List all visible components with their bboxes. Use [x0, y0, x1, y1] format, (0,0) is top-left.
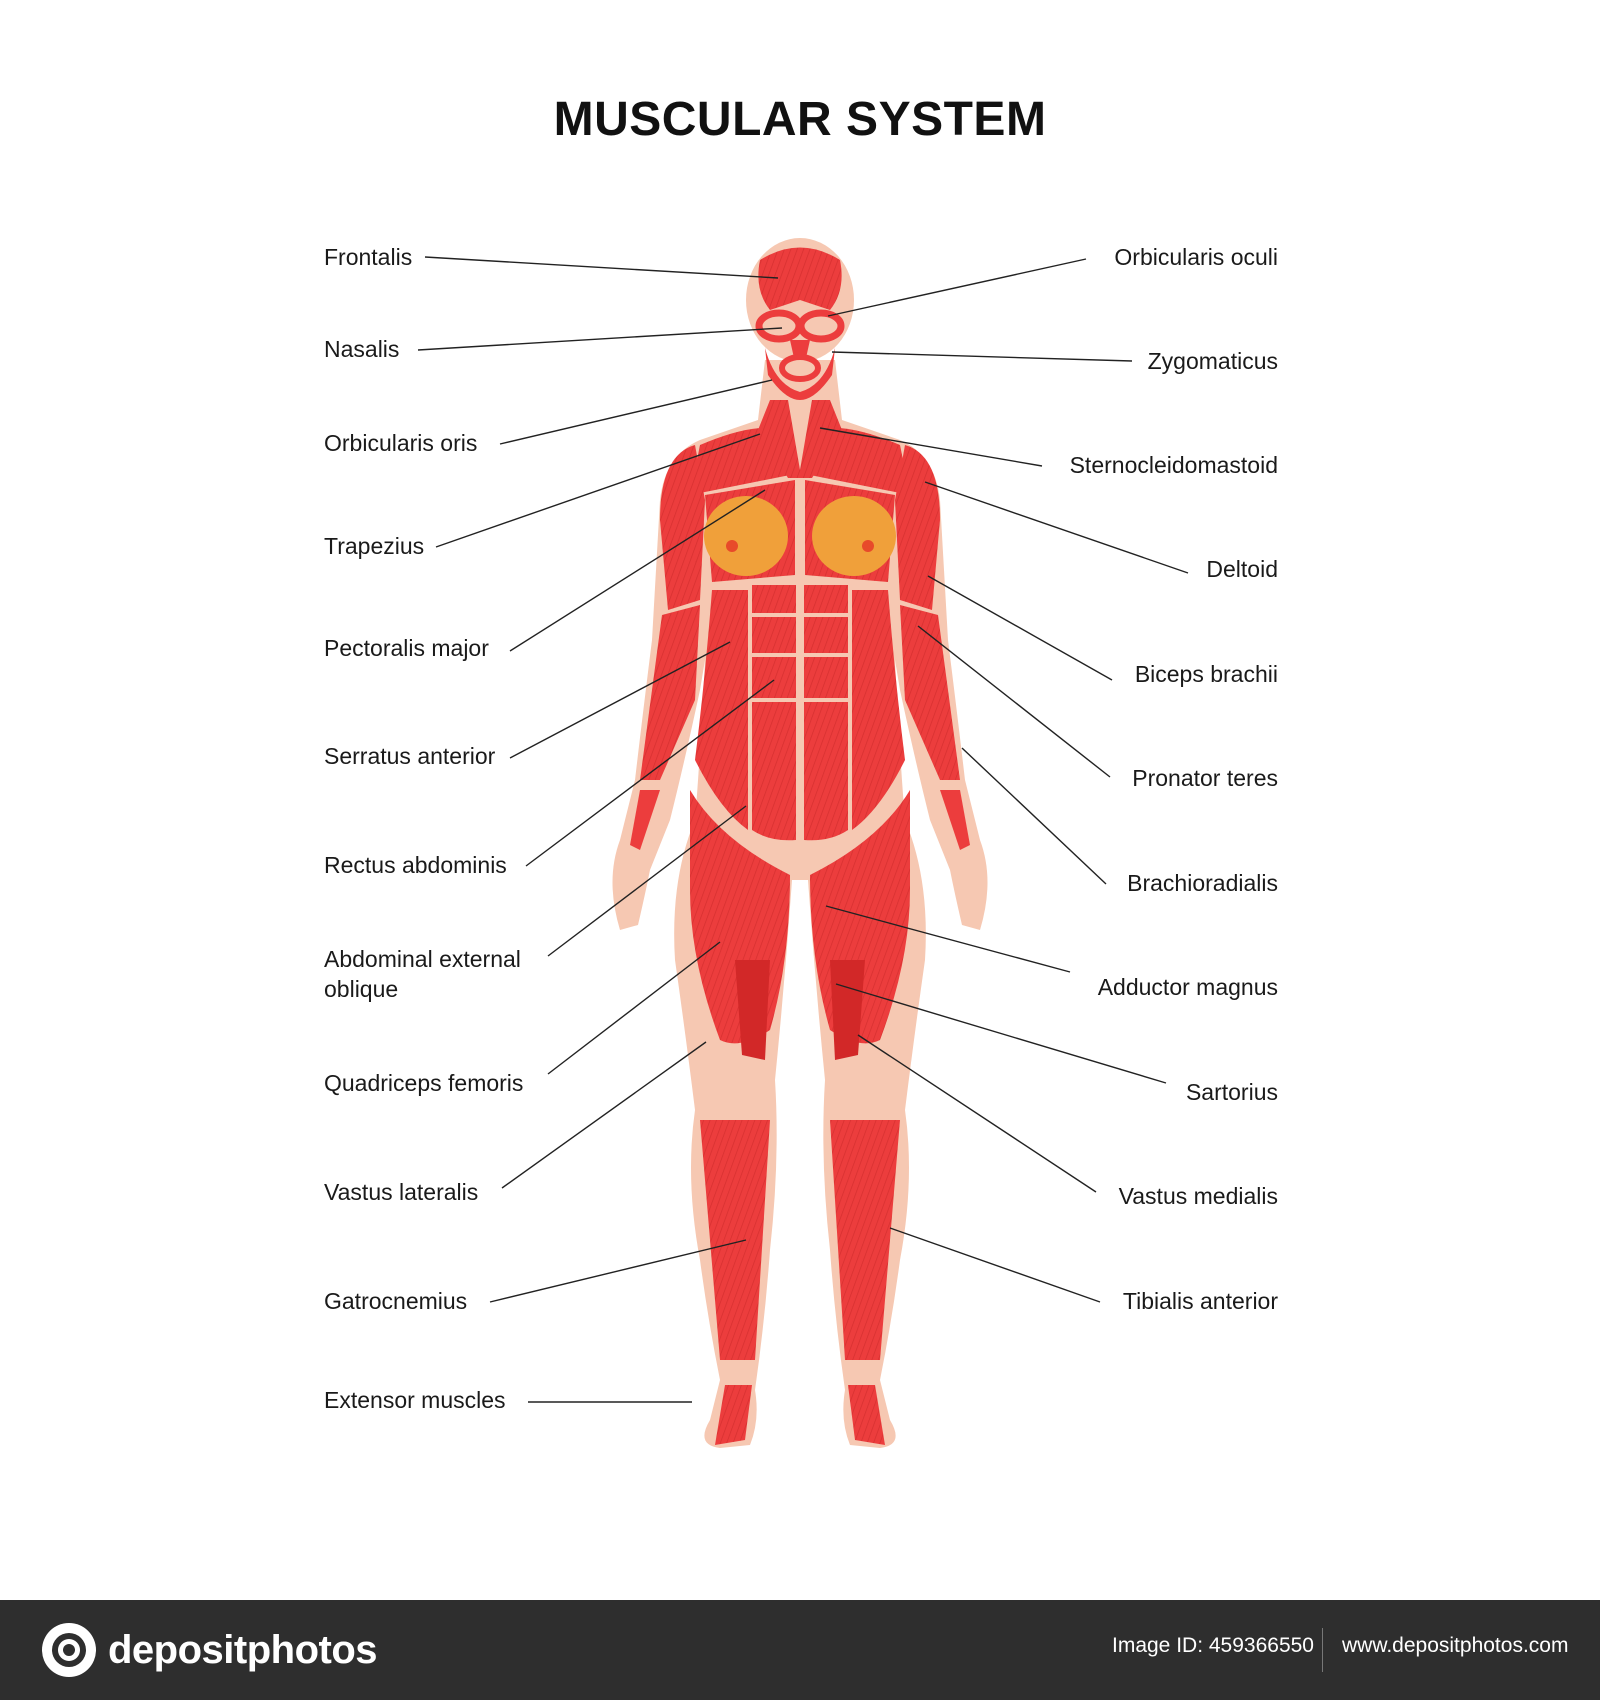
- image-id: Image ID: 459366550: [1112, 1634, 1314, 1657]
- label-extensor-muscles: Extensor muscles: [324, 1387, 506, 1413]
- site-link[interactable]: www.depositphotos.com: [1342, 1634, 1569, 1657]
- leader-line: [835, 983, 1167, 1084]
- leader-line: [501, 1041, 707, 1189]
- leader-line: [917, 625, 1111, 778]
- label-trapezius: Trapezius: [324, 533, 425, 559]
- leader-line: [489, 1239, 747, 1303]
- label-adductor-magnus: Adductor magnus: [1097, 974, 1278, 1000]
- leader-line: [417, 327, 783, 351]
- leader-line: [509, 641, 731, 759]
- muscle-figure: [417, 238, 1189, 1448]
- label-gatrocnemius: Gatrocnemius: [324, 1288, 468, 1314]
- label-serratus-anterior: Serratus anterior: [324, 743, 496, 769]
- muscle-groups: [630, 247, 970, 1445]
- footer-divider: [1322, 1628, 1323, 1672]
- label-abdominal-external-oblique: Abdominal external oblique: [324, 946, 521, 1002]
- label-nasalis: Nasalis: [324, 336, 400, 362]
- label-orbicularis-oris: Orbicularis oris: [324, 430, 478, 456]
- page-title: MUSCULAR SYSTEM: [553, 93, 1047, 146]
- leader-line: [924, 481, 1189, 574]
- leader-line: [961, 747, 1107, 885]
- leader-line: [831, 351, 1133, 362]
- leader-line: [825, 905, 1071, 973]
- label-pronator-teres: Pronator teres: [1132, 765, 1278, 791]
- camera-logo-icon: [42, 1623, 96, 1677]
- label-sartorius: Sartorius: [1185, 1079, 1278, 1105]
- label-orbicularis-oculi: Orbicularis oculi: [1114, 244, 1278, 270]
- leader-line: [435, 433, 761, 548]
- leader-line: [499, 379, 773, 445]
- label-brachioradialis: Brachioradialis: [1127, 870, 1278, 896]
- footer-bar: depositphotos Image ID: 459366550 www.de…: [0, 1600, 1600, 1700]
- brand-logo[interactable]: depositphotos: [40, 1620, 378, 1680]
- leader-line: [547, 941, 721, 1075]
- label-sternocleidomastoid: Sternocleidomastoid: [1069, 452, 1278, 478]
- leader-lines: [417, 256, 1189, 1403]
- leader-line: [819, 427, 1043, 467]
- label-rectus-abdominis: Rectus abdominis: [324, 852, 507, 878]
- leader-line: [889, 1227, 1101, 1303]
- brand-name: depositphotos: [108, 1627, 378, 1672]
- leader-line: [927, 575, 1113, 681]
- leader-line: [525, 679, 775, 867]
- leader-line: [424, 256, 779, 279]
- leader-line: [547, 805, 747, 957]
- leader-line: [857, 1034, 1097, 1193]
- label-tibialis-anterior: Tibialis anterior: [1122, 1288, 1278, 1314]
- leader-line: [509, 489, 766, 652]
- label-quadriceps-femoris: Quadriceps femoris: [324, 1070, 524, 1096]
- label-zygomaticus: Zygomaticus: [1147, 348, 1278, 374]
- label-deltoid: Deltoid: [1206, 556, 1278, 582]
- label-biceps-brachii: Biceps brachii: [1134, 661, 1278, 687]
- label-pectoralis-major: Pectoralis major: [324, 635, 489, 661]
- label-vastus-lateralis: Vastus lateralis: [324, 1179, 479, 1205]
- label-frontalis: Frontalis: [324, 244, 413, 270]
- label-vastus-medialis: Vastus medialis: [1118, 1183, 1278, 1209]
- leader-line: [827, 258, 1087, 317]
